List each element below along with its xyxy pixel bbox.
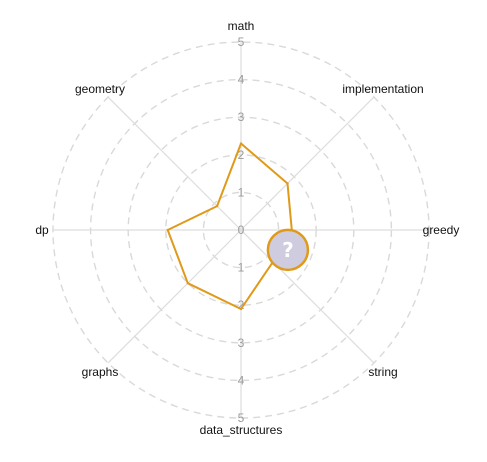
axis-label-dp: dp [35, 223, 49, 237]
axis-spoke-geometry [107, 96, 242, 231]
axis-label-string: string [368, 365, 397, 379]
data-point-math [239, 142, 243, 145]
axis-label-geometry: geometry [75, 82, 125, 96]
help-marker-icon: ? [282, 238, 294, 262]
tick-label-3-lower: 3 [238, 336, 245, 350]
tick-label-2: 2 [238, 148, 245, 162]
tick-label-3: 3 [238, 110, 245, 124]
help-marker-circle [266, 228, 310, 272]
tick-label-4-lower: 4 [238, 373, 245, 387]
tick-label-0: 0 [238, 223, 245, 237]
axis-label-implementation: implementation [342, 82, 423, 96]
data-point-dp [166, 228, 169, 232]
axis-spoke-implementation [240, 96, 375, 231]
axis-label-data_structures: data_structures [200, 423, 283, 437]
tick-label-5-lower: 5 [238, 411, 245, 425]
axis-label-greedy: greedy [423, 223, 460, 237]
data-point-implementation [286, 182, 289, 185]
tick-label-2-lower: 2 [238, 298, 245, 312]
axis-spoke-graphs [107, 229, 242, 364]
tick-label-1: 1 [238, 185, 245, 199]
axis-label-math: math [228, 19, 255, 33]
data-point-graphs [186, 281, 190, 285]
axis-label-graphs: graphs [82, 365, 119, 379]
data-point-data_structures [239, 307, 243, 311]
tick-label-1-lower: 1 [238, 261, 245, 275]
data-point-geometry [215, 204, 219, 208]
tick-label-5: 5 [238, 35, 245, 49]
axis-spoke-string [240, 229, 375, 364]
tick-label-4: 4 [238, 73, 245, 87]
